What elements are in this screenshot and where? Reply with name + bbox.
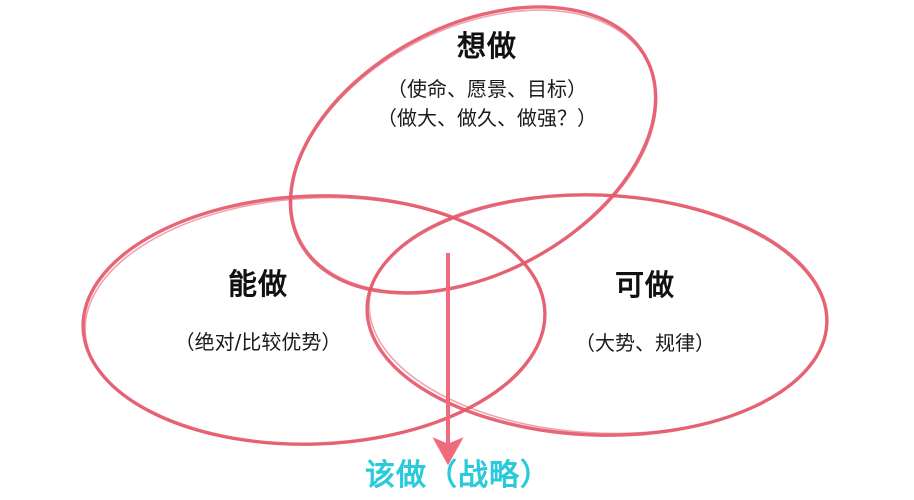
- venn-circle-left-sketch: [84, 196, 546, 446]
- venn-label-right: 可做 （大势、规律）: [515, 268, 775, 356]
- venn-title-left: 能做: [227, 267, 288, 301]
- venn-subtitle-right-line-1: （大势、规律）: [575, 331, 715, 356]
- venn-circle-right-sketch: [368, 193, 828, 435]
- venn-label-left: 能做 （绝对/比较优势）: [128, 267, 388, 355]
- venn-title-top: 想做: [456, 29, 517, 63]
- venn-conclusion: 该做（战略）: [308, 458, 608, 494]
- venn-circle-top-sketch: [290, 9, 658, 293]
- venn-title-right: 可做: [614, 268, 675, 302]
- venn-subtitle-left-line-1: （绝对/比较优势）: [174, 330, 342, 355]
- venn-label-top: 想做 （使命、愿景、目标） （做大、做久、做强？）: [337, 29, 637, 133]
- venn-subtitle-top-line-1: （使命、愿景、目标）: [387, 77, 587, 102]
- venn-conclusion-text: 该做（战略）: [365, 458, 551, 493]
- venn-subtitle-top-line-2: （做大、做久、做强？）: [377, 106, 597, 131]
